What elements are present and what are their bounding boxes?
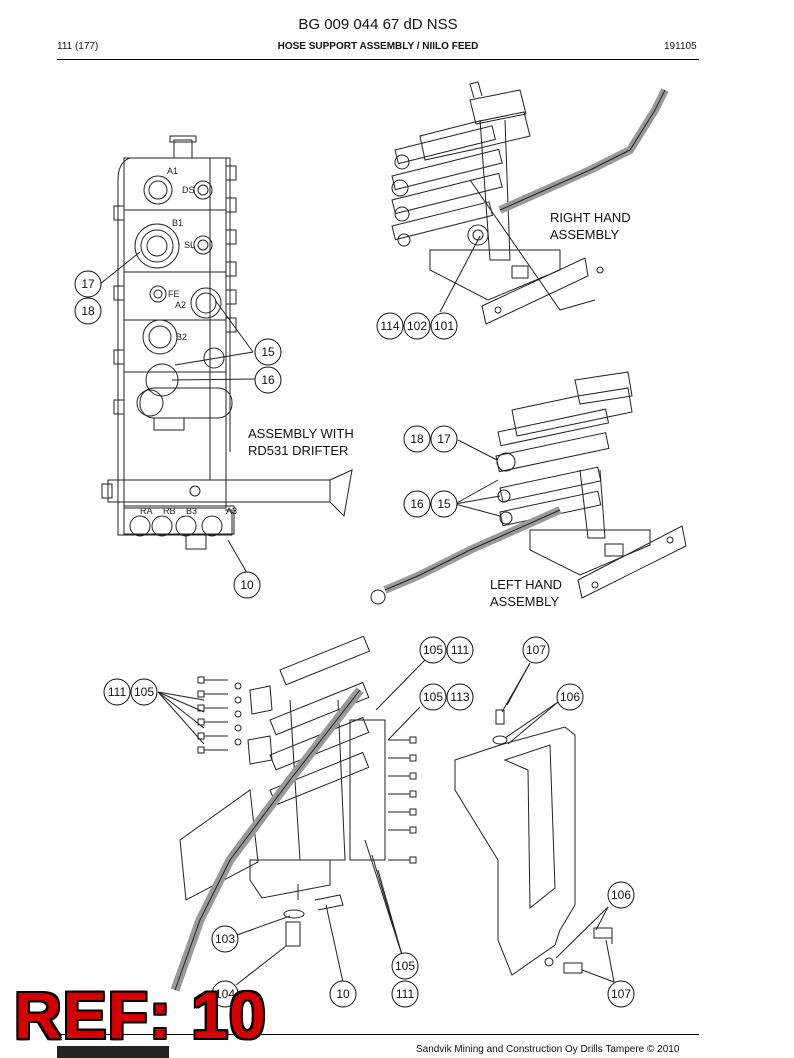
port-mark-fe: FE [168,289,180,299]
callout-15: 15 [261,345,275,359]
callout-16: 16 [261,373,275,387]
callout-103: 103 [215,932,235,946]
callout-15-left: 15 [437,497,451,511]
page-number: 111 (177) [57,41,99,52]
port-mark-b1: B1 [172,218,183,228]
header-rule [57,59,699,60]
document-code: BG 009 044 67 dD NSS [298,16,458,33]
leader-lines [99,235,615,986]
footer-rule [57,1034,699,1035]
port-mark-b2: B2 [176,332,187,342]
exploded-view-block [170,635,417,992]
callout-105-top: 105 [423,643,443,657]
label-rd531-line1: ASSEMBLY WITH [248,426,354,441]
callout-18-left: 18 [410,432,424,446]
callout-107-bottom: 107 [611,987,631,1001]
section-title: HOSE SUPPORT ASSEMBLY / NIILO FEED [277,41,479,52]
port-mark-ds: DS [182,185,195,195]
callout-106-bottom: 106 [611,888,631,902]
callout-102: 102 [407,319,427,333]
callout-17: 17 [81,277,95,291]
callout-111-bottom: 111 [396,987,415,1001]
right-hand-assembly-view [391,81,669,325]
callout-105-bottom: 105 [395,959,415,973]
callout-114: 114 [380,319,399,333]
callout-106-top: 106 [560,690,580,704]
callout-105-left: 105 [134,685,154,699]
callout-18: 18 [81,304,95,318]
front-view-assembly: A1 DS B1 SL FE A2 B2 RA RB B3 A3 [101,135,353,550]
callout-101: 101 [434,319,454,333]
port-mark-a2: A2 [175,300,186,310]
label-right-hand-line1: RIGHT HAND [550,210,631,225]
footer-copyright: Sandvik Mining and Construction Oy Drill… [416,1044,680,1055]
port-mark-a3: A3 [226,506,237,516]
callout-111-left: 111 [108,685,127,699]
port-mark-b3: B3 [186,506,197,516]
bracket-plate [454,709,613,976]
label-rd531-line2: RD531 DRIFTER [248,443,348,458]
port-mark-rb: RB [163,506,176,516]
label-left-hand-line2: ASSEMBLY [490,594,559,609]
ref-stamp: REF: 10 [14,978,267,1052]
label-right-hand-line2: ASSEMBLY [550,227,619,242]
port-mark-sl: SL [184,240,195,250]
document-date: 191105 [664,41,697,52]
callout-111-top: 111 [451,643,470,657]
callout-16-left: 16 [410,497,424,511]
callout-113: 113 [450,690,469,704]
callout-10: 10 [240,578,254,592]
callout-10-bottom: 10 [336,987,350,1001]
callout-104: 104 [215,987,235,1001]
callout-17-left: 17 [437,432,451,446]
callout-bubbles [74,270,635,1008]
callout-107-top: 107 [526,643,546,657]
port-mark-ra: RA [140,506,153,516]
label-left-hand-line1: LEFT HAND [490,577,562,592]
port-mark-a1: A1 [167,166,178,176]
callout-105-mid: 105 [423,690,443,704]
left-hand-assembly-view [370,371,687,605]
